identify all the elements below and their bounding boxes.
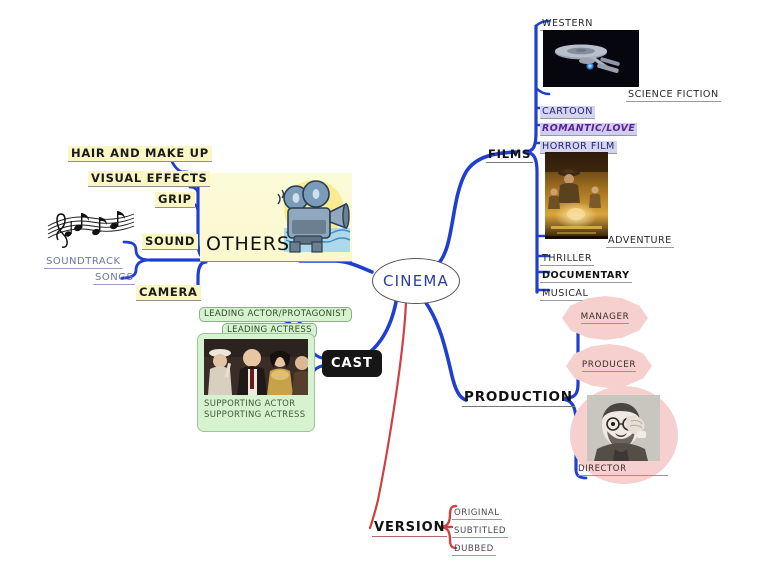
films-item-horror-film[interactable]: HORROR FILM	[540, 141, 617, 154]
others-item-songs[interactable]: SONGS	[93, 272, 136, 285]
branch-label-production[interactable]: PRODUCTION	[462, 389, 575, 407]
cast-item-supporting-actress[interactable]: SUPPORTING ACTRESS	[204, 410, 306, 420]
films-item-romantic-love[interactable]: ROMANTIC/LOVE	[540, 123, 638, 136]
films-item-science-fiction[interactable]: SCIENCE FICTION	[626, 89, 721, 102]
others-item-visual-effects[interactable]: VISUAL EFFECTS	[88, 169, 211, 187]
production-item-director[interactable]: DIRECTOR	[570, 386, 678, 484]
branch-label-cast[interactable]: CAST	[322, 350, 382, 377]
cast-supporting-captions: SUPPORTING ACTOR SUPPORTING ACTRESS	[204, 399, 305, 421]
central-node-cinema[interactable]: CINEMA	[372, 258, 460, 304]
cast-item-supporting-actor[interactable]: SUPPORTING ACTOR	[204, 399, 296, 409]
musical-notes-icon	[44, 200, 136, 248]
films-item-adventure[interactable]: ADVENTURE	[606, 235, 674, 248]
others-item-sound[interactable]: SOUND	[142, 232, 199, 250]
films-item-thriller[interactable]: THRILLER	[540, 253, 594, 266]
branch-label-others[interactable]: OTHERS	[206, 233, 291, 255]
director-photo-image	[587, 395, 660, 461]
production-item-producer[interactable]: PRODUCER	[566, 344, 652, 388]
branch-label-version[interactable]: VERSION	[372, 520, 448, 537]
others-item-hair-and-make-up[interactable]: HAIR AND MAKE UP	[68, 144, 212, 162]
production-director-label: DIRECTOR	[578, 464, 668, 476]
central-node-label: CINEMA	[383, 272, 449, 290]
others-item-soundtrack[interactable]: SOUNDTRACK	[44, 256, 123, 269]
cast-photo-image	[204, 339, 308, 395]
version-item-subtitled[interactable]: SUBTITLED	[452, 526, 509, 538]
films-item-musical[interactable]: MUSICAL	[540, 288, 591, 301]
movie-camera-icon	[268, 176, 352, 258]
films-item-documentary[interactable]: DOCUMENTARY	[540, 270, 632, 283]
production-item-manager[interactable]: MANAGER	[562, 296, 648, 340]
others-item-grip[interactable]: GRIP	[155, 190, 195, 208]
cast-photo-card: SUPPORTING ACTOR SUPPORTING ACTRESS	[197, 333, 315, 432]
films-item-western[interactable]: WESTERN	[540, 18, 595, 31]
version-item-dubbed[interactable]: DUBBED	[452, 544, 496, 556]
version-item-original[interactable]: ORIGINAL	[452, 508, 502, 520]
cast-item-leading-actor[interactable]: LEADING ACTOR/PROTAGONIST	[199, 303, 352, 322]
adventure-poster-image	[545, 152, 608, 239]
others-item-camera[interactable]: CAMERA	[136, 283, 201, 301]
films-item-cartoon[interactable]: CARTOON	[540, 106, 595, 119]
branch-label-films[interactable]: FILMS	[486, 147, 534, 163]
star-trek-image	[543, 30, 639, 87]
